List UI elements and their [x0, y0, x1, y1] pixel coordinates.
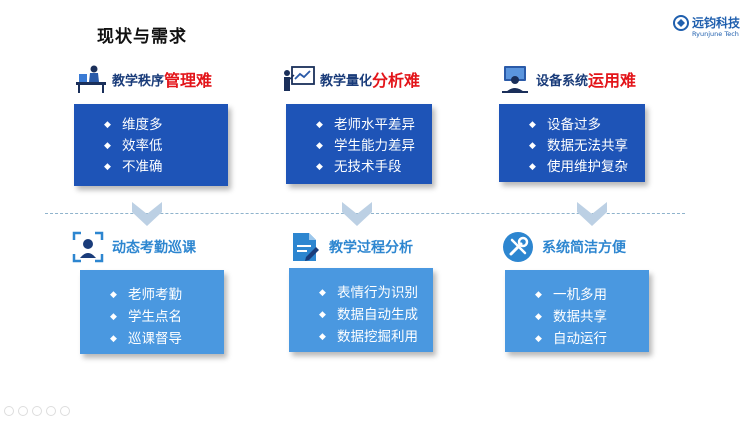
diamond-bullet-icon: ◆ [319, 332, 326, 342]
company-logo: 远钧科技 Ryunjune Tech [672, 13, 744, 45]
list-item: ◆一机多用 [535, 284, 607, 306]
document-edit-icon [293, 233, 319, 261]
problem-box-1: ◆维度多 ◆效率低 ◆不准确 [74, 104, 228, 186]
logo-subtitle: Ryunjune Tech [692, 30, 739, 38]
diamond-bullet-icon: ◆ [316, 162, 323, 172]
chevron-down-icon [132, 202, 162, 226]
logo-mark-icon [673, 15, 689, 31]
problem-box-2: ◆老师水平差异 ◆学生能力差异 ◆无技术手段 [286, 104, 432, 184]
list-item: ◆设备过多 [529, 115, 628, 136]
control-dot[interactable] [46, 406, 56, 416]
list-item: ◆巡课督导 [110, 328, 182, 350]
solution-label: 系统简洁方便 [542, 240, 626, 256]
solution-box-2: ◆表情行为识别 ◆数据自动生成 ◆数据挖掘利用 [289, 268, 433, 352]
solution-list: ◆一机多用 ◆数据共享 ◆自动运行 [535, 284, 607, 350]
diamond-bullet-icon: ◆ [104, 141, 111, 151]
diamond-bullet-icon: ◆ [319, 310, 326, 320]
problem-list: ◆老师水平差异 ◆学生能力差异 ◆无技术手段 [316, 115, 415, 178]
presentation-board-icon [284, 66, 315, 91]
diamond-bullet-icon: ◆ [110, 334, 117, 344]
computer-user-icon [502, 66, 528, 93]
problem-prefix: 教学量化 [320, 73, 373, 89]
diamond-bullet-icon: ◆ [110, 290, 117, 300]
list-item: ◆维度多 [104, 115, 163, 136]
diamond-bullet-icon: ◆ [316, 120, 323, 130]
problem-list: ◆设备过多 ◆数据无法共享 ◆使用维护复杂 [529, 115, 628, 178]
list-item: ◆学生点名 [110, 306, 182, 328]
problem-header-1: 教学秩序 管理难 [74, 64, 212, 94]
control-dot[interactable] [60, 406, 70, 416]
solution-label: 教学过程分析 [329, 240, 413, 256]
diamond-bullet-icon: ◆ [529, 120, 536, 130]
list-item: ◆无技术手段 [316, 157, 415, 178]
problem-header-3: 设备系统 运用难 [498, 64, 636, 94]
diamond-bullet-icon: ◆ [535, 312, 542, 322]
diamond-bullet-icon: ◆ [529, 141, 536, 151]
list-item: ◆数据共享 [535, 306, 607, 328]
diamond-bullet-icon: ◆ [535, 290, 542, 300]
solution-box-1: ◆老师考勤 ◆学生点名 ◆巡课督导 [80, 270, 224, 354]
diamond-bullet-icon: ◆ [110, 312, 117, 322]
list-item: ◆自动运行 [535, 328, 607, 350]
face-scan-icon [72, 231, 104, 263]
list-item: ◆使用维护复杂 [529, 157, 628, 178]
problem-emphasis: 分析难 [372, 71, 421, 90]
solution-list: ◆表情行为识别 ◆数据自动生成 ◆数据挖掘利用 [319, 282, 418, 348]
problem-emphasis: 运用难 [588, 71, 637, 90]
solution-list: ◆老师考勤 ◆学生点名 ◆巡课督导 [110, 284, 182, 350]
diamond-bullet-icon: ◆ [529, 162, 536, 172]
chevron-down-icon [342, 202, 372, 226]
list-item: ◆老师水平差异 [316, 115, 415, 136]
diamond-bullet-icon: ◆ [319, 288, 326, 298]
problem-box-3: ◆设备过多 ◆数据无法共享 ◆使用维护复杂 [499, 104, 645, 182]
solution-box-3: ◆一机多用 ◆数据共享 ◆自动运行 [505, 270, 649, 352]
list-item: ◆数据无法共享 [529, 136, 628, 157]
list-item: ◆效率低 [104, 136, 163, 157]
problem-emphasis: 管理难 [164, 71, 213, 90]
chevron-down-icon [577, 202, 607, 226]
solution-header-2: 教学过程分析 [289, 231, 413, 263]
logo-name: 远钧科技 [692, 16, 741, 30]
list-item: ◆数据自动生成 [319, 304, 418, 326]
diamond-bullet-icon: ◆ [104, 162, 111, 172]
list-item: ◆不准确 [104, 157, 163, 178]
teacher-desk-icon [76, 65, 106, 93]
problem-header-2: 教学量化 分析难 [282, 64, 420, 94]
slide-controls [4, 406, 70, 416]
diamond-bullet-icon: ◆ [316, 141, 323, 151]
control-dot[interactable] [32, 406, 42, 416]
solution-label: 动态考勤巡课 [112, 240, 196, 256]
list-item: ◆学生能力差异 [316, 136, 415, 157]
diamond-bullet-icon: ◆ [535, 334, 542, 344]
tools-icon [503, 232, 533, 262]
control-dot[interactable] [18, 406, 28, 416]
problem-prefix: 设备系统 [536, 73, 589, 89]
diamond-bullet-icon: ◆ [104, 120, 111, 130]
list-item: ◆老师考勤 [110, 284, 182, 306]
control-dot[interactable] [4, 406, 14, 416]
solution-header-1: 动态考勤巡课 [72, 231, 196, 263]
list-item: ◆表情行为识别 [319, 282, 418, 304]
problem-prefix: 教学秩序 [112, 73, 165, 89]
list-item: ◆数据挖掘利用 [319, 326, 418, 348]
problem-list: ◆维度多 ◆效率低 ◆不准确 [104, 115, 163, 178]
page-title: 现状与需求 [97, 27, 187, 47]
solution-header-3: 系统简洁方便 [502, 231, 626, 263]
